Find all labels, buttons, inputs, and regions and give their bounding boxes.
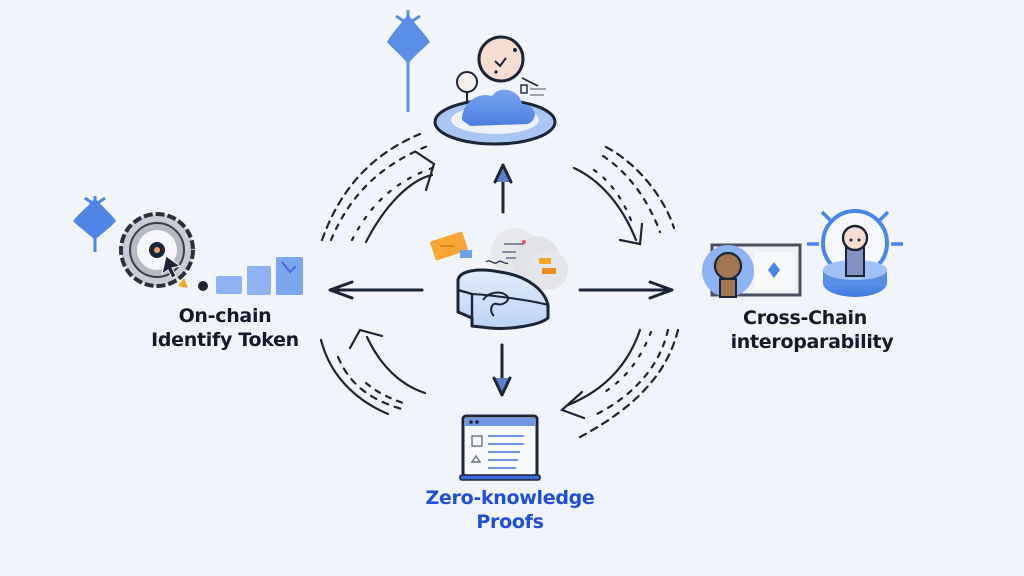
medium-card-icon	[247, 266, 271, 295]
zero-knowledge-proofs-label: Zero-knowledge Proofs	[395, 486, 625, 535]
on-chain-identity-token-label: On-chain Identify Token	[120, 304, 330, 353]
signature-note-icon	[485, 260, 509, 265]
arrowhead	[414, 150, 436, 192]
blue-network-node-icon-top	[387, 10, 430, 112]
curved-arrow-right-to-bottom	[559, 328, 680, 439]
user-in-ring-platform-icon[interactable]	[807, 209, 903, 297]
orange-ticket-icon	[430, 231, 472, 261]
laptop-document-icon[interactable]	[459, 414, 541, 481]
label-line-2: Identify Token	[151, 329, 299, 352]
small-card-icon	[216, 276, 242, 294]
label-line-1: Cross-Chain	[743, 307, 867, 329]
curved-arrow-bottom-to-left	[319, 328, 427, 416]
label-line-2: interoparability	[730, 331, 894, 354]
label-line-2: Proofs	[476, 511, 544, 534]
blue-network-node-icon-left	[73, 196, 116, 252]
arrow-hub-to-right	[578, 280, 674, 300]
gear-eye-token-icon[interactable]	[119, 212, 208, 291]
curved-arrow-left-to-top	[320, 132, 440, 244]
arrow-hub-to-top	[493, 163, 513, 214]
label-line-1: On-chain	[178, 305, 272, 327]
credential-card-icon	[491, 228, 568, 290]
user-on-cloud-platform-icon[interactable]	[433, 35, 557, 146]
arrowhead	[618, 222, 644, 246]
cross-chain-interoperability-label: Cross-Chain interoparability	[700, 306, 910, 355]
arrow-hub-to-left	[328, 280, 424, 300]
arrowhead	[559, 390, 586, 420]
arrowhead	[348, 328, 384, 350]
large-card-icon	[276, 257, 303, 295]
label-line-1: Zero-knowledge	[425, 487, 595, 509]
curved-arrow-top-to-right	[572, 145, 676, 246]
identity-vault-icon[interactable]	[430, 228, 568, 330]
video-call-screen-icon[interactable]	[702, 243, 802, 298]
arrow-hub-to-bottom	[492, 343, 512, 397]
